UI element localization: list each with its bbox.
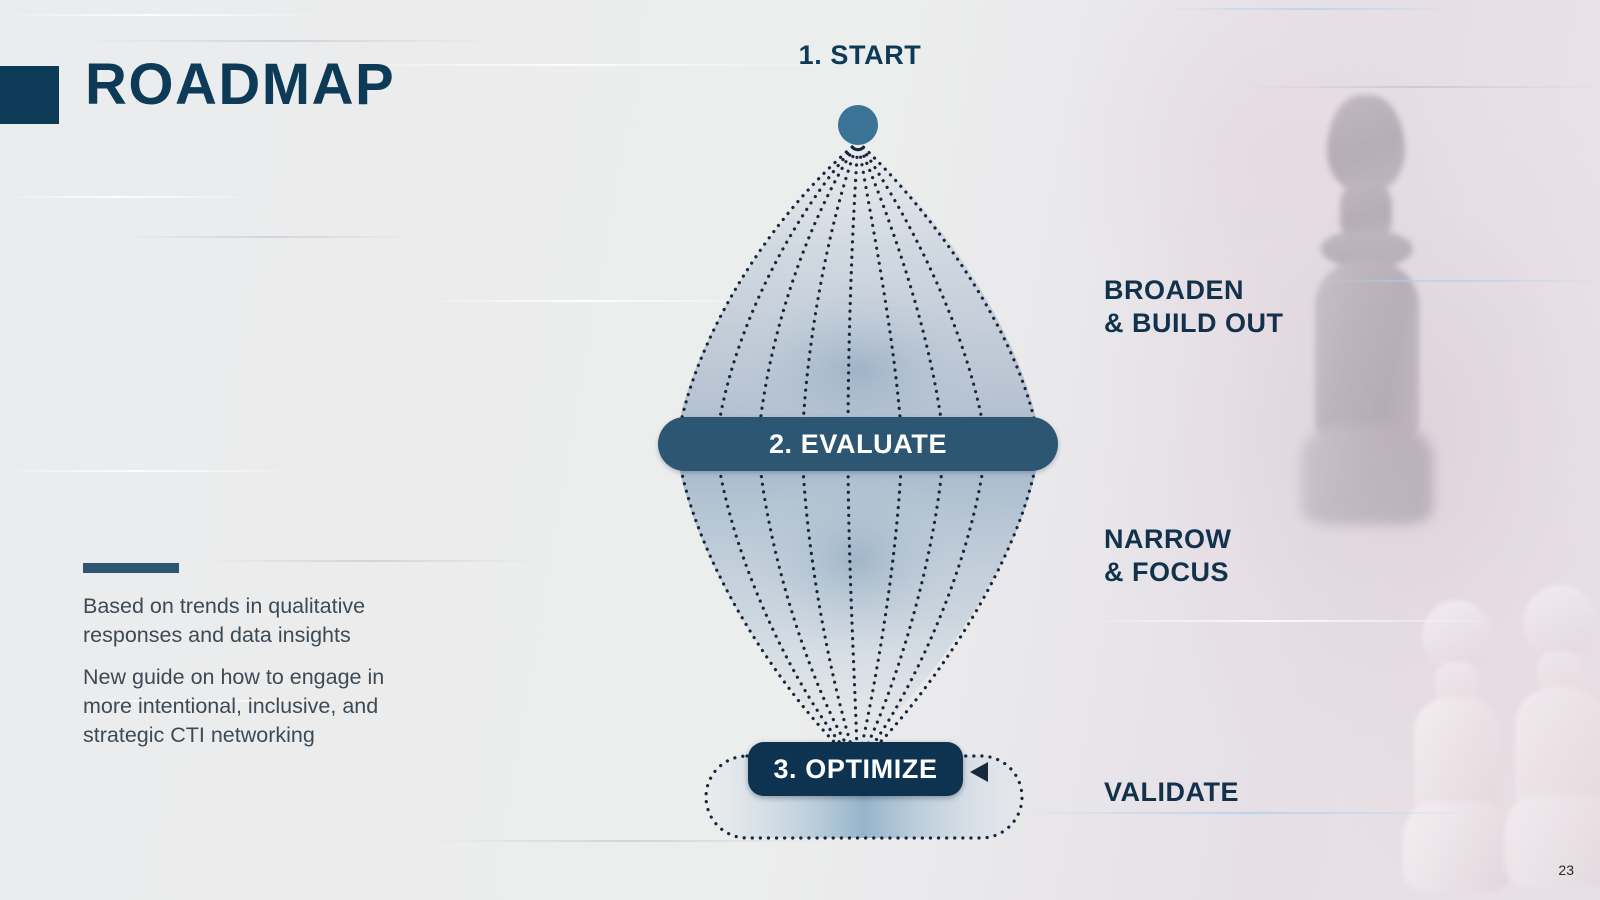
body-paragraph-1: Based on trends in qualitative responses… xyxy=(83,594,366,648)
stage-label-narrow: NARROW & FOCUS xyxy=(1104,523,1231,589)
stage-label-broaden: BROADEN & BUILD OUT xyxy=(1104,274,1283,340)
stage-narrow-line-2: & FOCUS xyxy=(1104,557,1229,588)
step-label-start: 1. START xyxy=(798,40,922,70)
step-label-evaluate: 2. EVALUATE xyxy=(768,428,948,459)
diagram-graphics xyxy=(675,105,1041,840)
chess-pawn-back xyxy=(1504,585,1600,887)
step-label-optimize: 3. OPTIMIZE xyxy=(773,753,938,784)
fan-lines-upper xyxy=(675,140,1041,446)
validate-loop-outline xyxy=(704,754,1024,840)
page-title: ROADMAP xyxy=(85,52,396,117)
body-copy: Based on trends in qualitative responses… xyxy=(83,592,413,763)
start-node-circle xyxy=(838,105,878,145)
stage-label-validate: VALIDATE xyxy=(1104,776,1239,809)
roadmap-diagram: 1. START 2. EVALUATE 3. OPTIMIZE xyxy=(620,40,1100,860)
stage-broaden-line-2: & BUILD OUT xyxy=(1104,308,1284,339)
stage-validate-line-1: VALIDATE xyxy=(1104,777,1239,807)
step-bar-evaluate[interactable]: 2. EVALUATE xyxy=(658,417,1058,471)
text-divider-bar xyxy=(83,563,179,573)
step-bar-optimize[interactable]: 3. OPTIMIZE xyxy=(748,742,963,796)
chess-king-silhouette xyxy=(1285,95,1445,525)
title-accent-square xyxy=(0,66,59,124)
lens-lower-glow xyxy=(736,465,976,655)
lens-upper-glow xyxy=(718,280,998,460)
loop-arrow-icon xyxy=(970,762,988,782)
stage-broaden-line-1: BROADEN xyxy=(1104,275,1245,305)
chess-pawn-front xyxy=(1402,600,1512,892)
page-number: 23 xyxy=(1558,862,1574,878)
body-paragraph-2: New guide on how to engage in more inten… xyxy=(83,665,385,748)
stage-narrow-line-1: NARROW xyxy=(1104,524,1232,554)
fan-lines-lower xyxy=(675,444,1041,756)
